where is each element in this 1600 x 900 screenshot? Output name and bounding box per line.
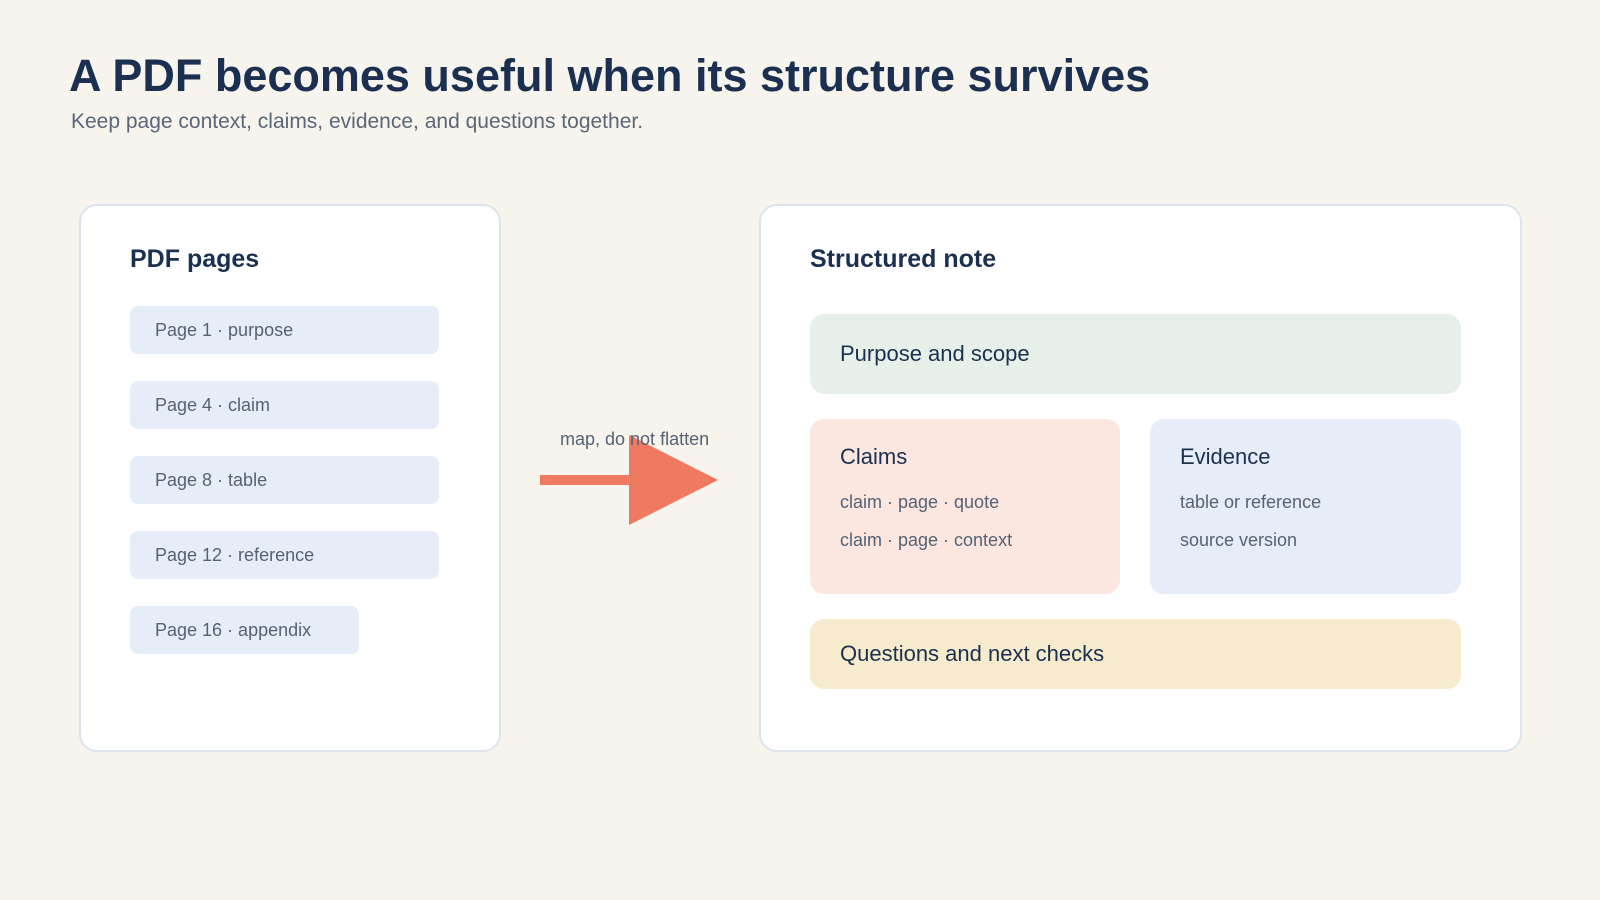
- map-arrow-icon: [540, 435, 718, 525]
- questions-label: Questions and next checks: [840, 641, 1105, 666]
- questions-box: Questions and next checks: [810, 619, 1461, 689]
- evidence-line: source version: [1180, 530, 1298, 550]
- claims-line: claim · page · context: [840, 530, 1013, 550]
- claims-box: Claims claim · page · quote claim · page…: [810, 419, 1120, 594]
- arrow-shaft: [540, 475, 635, 485]
- pdf-pages-panel: PDF pages Page 1 · purpose Page 4 · clai…: [79, 204, 501, 752]
- structured-note-panel: Structured note Purpose and scope Claims…: [759, 204, 1522, 752]
- evidence-box: Evidence table or reference source versi…: [1150, 419, 1461, 594]
- page-chip-16: Page 16 · appendix: [130, 606, 359, 654]
- page-title: A PDF becomes useful when its structure …: [69, 50, 1151, 101]
- claims-label: Claims: [840, 444, 908, 469]
- arrow-head: [629, 435, 718, 525]
- purpose-box: Purpose and scope: [810, 314, 1461, 394]
- structured-note-heading: Structured note: [810, 245, 997, 273]
- connector-label: map, do not flatten: [560, 429, 710, 449]
- evidence-label: Evidence: [1180, 444, 1271, 469]
- claims-line: claim · page · quote: [840, 492, 1000, 512]
- page-subtitle: Keep page context, claims, evidence, and…: [71, 110, 644, 133]
- page-chip-8: Page 8 · table: [130, 456, 439, 504]
- purpose-label: Purpose and scope: [840, 341, 1030, 366]
- page-chip-4: Page 4 · claim: [130, 381, 439, 429]
- pdf-pages-heading: PDF pages: [130, 245, 260, 273]
- page-chip-1: Page 1 · purpose: [130, 306, 439, 354]
- page-chip-12: Page 12 · reference: [130, 531, 439, 579]
- evidence-line: table or reference: [1180, 492, 1322, 512]
